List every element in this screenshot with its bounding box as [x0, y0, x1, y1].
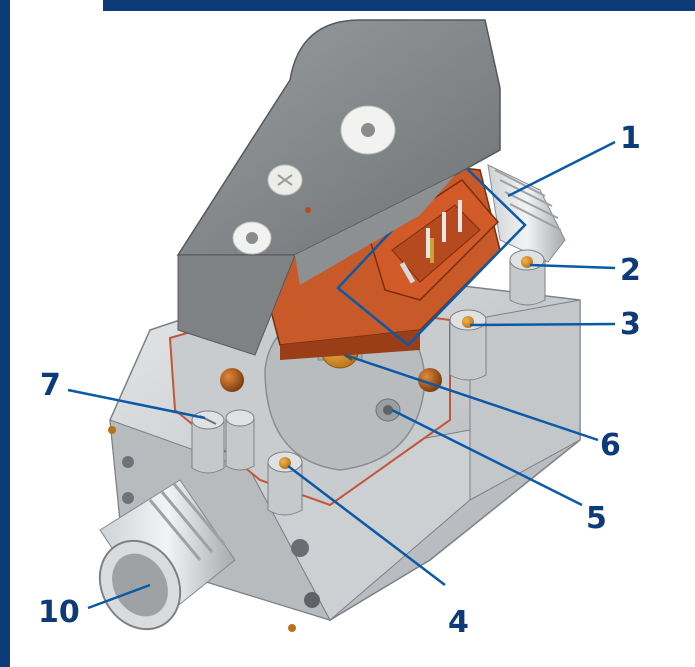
callout-5: 5: [586, 501, 607, 536]
test-point-3: [449, 309, 487, 381]
top-cover: [176, 19, 501, 356]
test-point-7: [191, 409, 255, 474]
leader-line-7: [67, 388, 206, 420]
frame-top-notch: [10, 0, 103, 11]
callout-3: 3: [620, 307, 641, 342]
test-point-4: [267, 451, 303, 516]
frame-top-bar: [10, 0, 695, 11]
leader-line-4: [287, 465, 446, 586]
bronze-screw-left: [220, 368, 244, 392]
callout-2: 2: [620, 253, 641, 288]
leader-line-5: [391, 408, 583, 507]
callout-10: 10: [38, 595, 80, 630]
test-point-2: [509, 249, 546, 306]
callout-1: 1: [620, 121, 641, 156]
right-threaded-outlet: [487, 164, 566, 263]
leader-line-1: [507, 140, 616, 198]
leader-line-3: [469, 322, 616, 327]
leader-line-6: [344, 353, 599, 442]
callout-4: 4: [448, 605, 469, 640]
left-threaded-inlet: [98, 479, 236, 631]
frame-left-bar: [0, 0, 10, 667]
leader-lines: [67, 140, 616, 610]
callout-7: 7: [40, 368, 61, 403]
leader-line-2: [529, 263, 616, 270]
leader-line-10: [87, 583, 151, 610]
callout-6: 6: [600, 428, 621, 463]
